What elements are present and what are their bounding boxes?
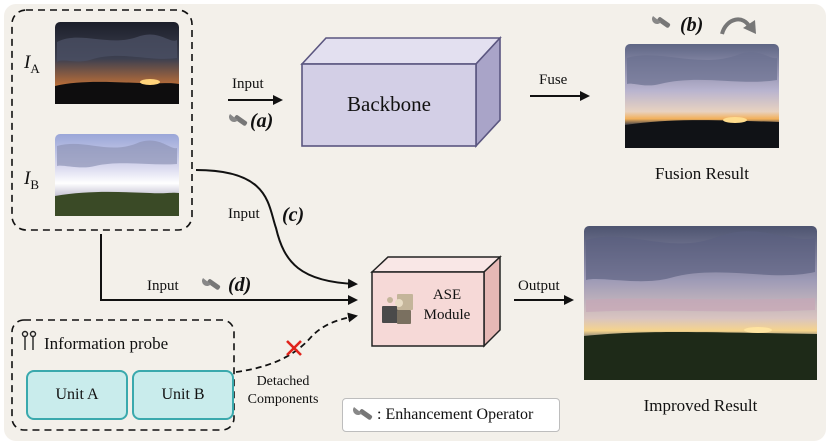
detached-label-line1: Detached [256,374,310,389]
label-mark-c: (c) [282,204,305,226]
ase-label-line1: ASE [432,287,462,303]
label-mark-d: (d) [228,274,252,296]
label-mark-a: (a) [250,110,274,132]
probe-title: Information probe [44,334,169,353]
label-input-d: Input [147,278,179,294]
input-group-frame [11,9,193,231]
fusion-result-caption: Fusion Result [655,164,749,183]
wrench-icon [229,114,248,126]
backbone-label: Backbone [347,92,431,116]
image-b [55,134,179,216]
label-input-a: Input [232,76,264,92]
legend-box: : Enhancement Operator [342,398,560,432]
unit-b-box: Unit B [132,370,234,420]
improved-result-image [584,226,817,380]
arrow-input-c [195,169,358,289]
probe-icon [21,330,37,350]
label-mark-b: (b) [680,14,704,36]
puzzle-icon [382,294,413,324]
detached-label-line2: Components [247,392,319,407]
wrench-icon [202,278,221,290]
legend-text: : Enhancement Operator [377,406,534,423]
probe-group-frame [11,319,235,431]
label-input-c: Input [228,206,260,222]
image-a [55,22,179,104]
cross-icon [286,340,302,356]
wrench-icon [353,407,373,420]
ase-label-line2: Module [423,307,471,323]
image-a-label: IA [24,52,40,76]
wrench-icon [652,16,671,28]
unit-a-box: Unit A [26,370,128,420]
ase-module-block [370,255,502,348]
improved-result-caption: Improved Result [643,396,758,415]
backbone-block [300,35,502,149]
image-b-label: IB [24,168,39,192]
label-output: Output [518,278,560,294]
label-fuse: Fuse [539,72,568,88]
arrow-input-d [100,234,358,305]
arrow-detached [235,312,358,373]
fusion-result-image [625,44,779,148]
